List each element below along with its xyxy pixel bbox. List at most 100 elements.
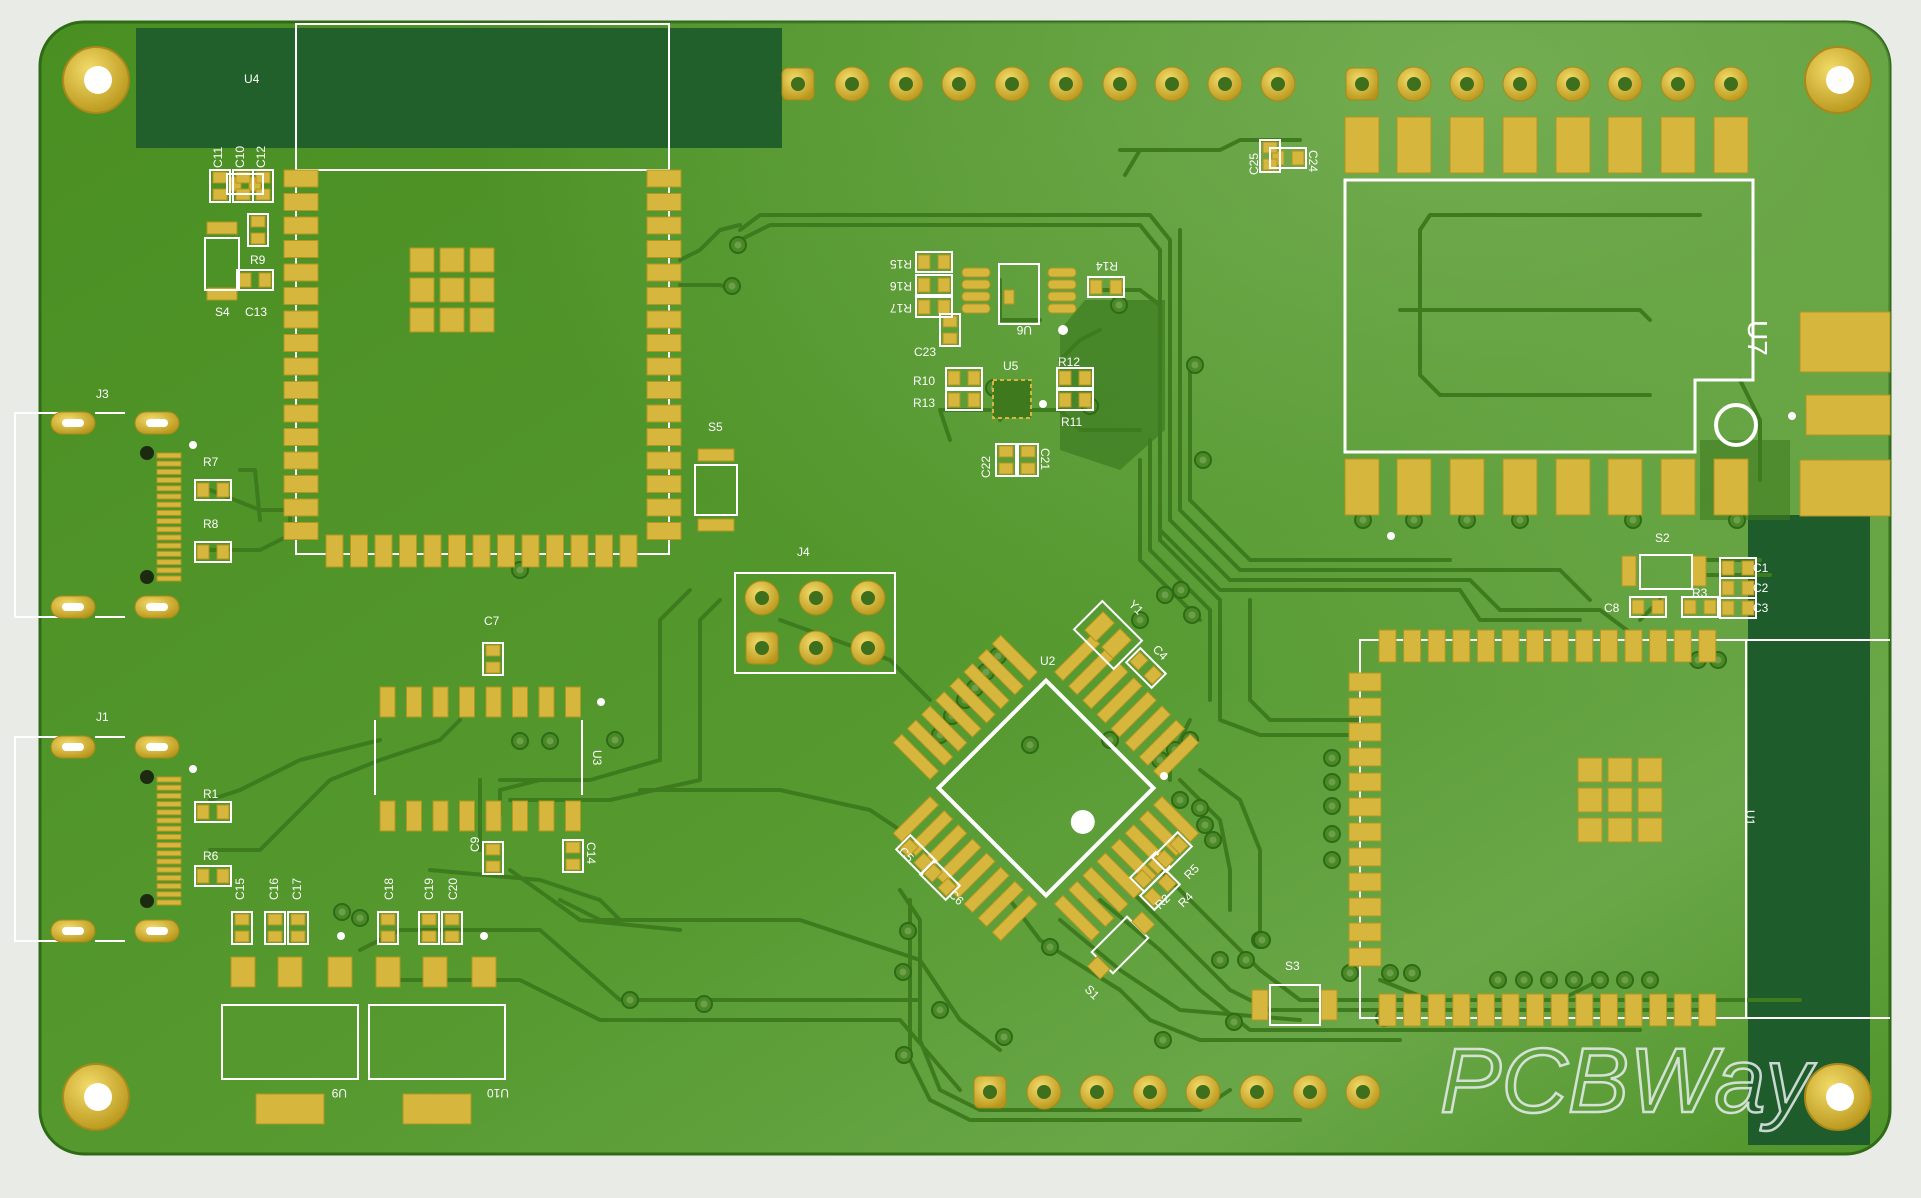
smd-pad [290,930,306,943]
via-drill [1115,301,1123,309]
qfp-pad [963,662,1010,710]
via-drill [1000,1033,1008,1041]
chip-tilted [1138,868,1182,912]
smd-pad [899,838,919,858]
label-s3: S3 [1285,959,1300,973]
usb-shell-slot [62,927,84,935]
smd-pad [327,956,353,988]
mounting-hole [84,1083,112,1111]
smd-pad [283,475,319,493]
ground-fill-u4 [136,28,782,148]
chip-silk [247,213,269,247]
smd-pad [485,843,501,856]
smd-pad [1320,989,1338,1021]
smd-pad [439,247,465,273]
smd-pad [1741,600,1755,616]
regulator-u10 [368,1004,506,1125]
smd-pad [156,874,182,881]
smd-pad [1403,629,1422,663]
smd-pad [1526,629,1545,663]
header-pin-hole [1165,77,1179,91]
smd-pad [238,272,252,288]
smd-pad [1599,629,1618,663]
smd-pad [595,534,613,568]
smd-pad [1703,599,1717,615]
smd-pad [1348,697,1382,717]
smd-pad [967,392,981,408]
via-drill [516,737,524,745]
smd-pad [646,263,682,282]
smd-pad [1577,787,1603,813]
label-j1: J1 [96,710,109,724]
header-pin-hole [1407,77,1421,91]
smd-pad [156,850,182,857]
via-drill [1516,516,1524,524]
header-pin-hole [1303,1085,1317,1099]
via-drill [1386,969,1394,977]
chip-silk [194,801,232,823]
smd-pad [1660,116,1696,174]
chip-silk [482,642,504,676]
header-pin-hole [861,641,875,655]
header-pin-hole [1671,77,1685,91]
smd-pad [283,263,319,282]
usb-peg-hole [140,894,154,908]
smd-pad [374,534,393,568]
pin1-dot [337,932,345,940]
via-drill [356,914,364,922]
via-drill [1328,802,1336,810]
label-r9: R9 [250,253,266,267]
pin1-dot [1788,412,1796,420]
smd-pad [1348,722,1382,742]
chip-silk [1056,389,1094,411]
smd-pad [485,644,501,657]
chip-silk [1056,367,1094,389]
via-drill [994,652,1002,660]
smd-pad [1449,116,1485,174]
smd-pad [646,498,682,517]
u6-pad [1047,279,1077,290]
smd-pad [947,392,961,408]
smd-pad [1637,817,1663,843]
smd-pad [1143,665,1163,685]
smd-pad [212,171,228,184]
via-drill [1545,976,1553,984]
via-drill [1201,821,1209,829]
smd-pad [1577,757,1603,783]
smd-pad [1449,458,1485,516]
header-pin-hole [1196,1085,1210,1099]
smd-pad [277,956,303,988]
via-drill [734,241,742,249]
label-u10: U10 [487,1086,509,1100]
smd-pad [1003,289,1015,305]
smd-pad [283,193,319,211]
via-drill [1258,936,1266,944]
smd-pad [1348,872,1382,892]
smd-pad [1607,458,1643,516]
via-drill [982,668,990,676]
smd-pad [459,686,475,718]
smd-pad [1078,392,1092,408]
qfp-pad [920,705,968,752]
switch-outline [204,237,240,291]
smd-pad [156,825,182,832]
label-r1: R1 [203,787,219,801]
qfp-pad [991,894,1039,942]
smd-pad [646,287,682,305]
smd-pad [216,804,230,820]
smd-pad [1721,560,1735,576]
smd-pad [1157,873,1177,893]
smd-pad [156,460,182,467]
smd-pad [196,868,210,884]
label-r12: R12 [1058,355,1080,369]
smd-pad [1089,279,1103,295]
smd-pad [646,357,682,376]
label-r10: R10 [913,374,935,388]
header-pin-hole [1218,77,1232,91]
via-drill [1161,591,1169,599]
smd-pad [290,913,306,926]
usb-outline [14,412,75,618]
via-drill [626,996,634,1004]
header-pin-hole [755,591,769,605]
via-drill [1046,943,1054,951]
